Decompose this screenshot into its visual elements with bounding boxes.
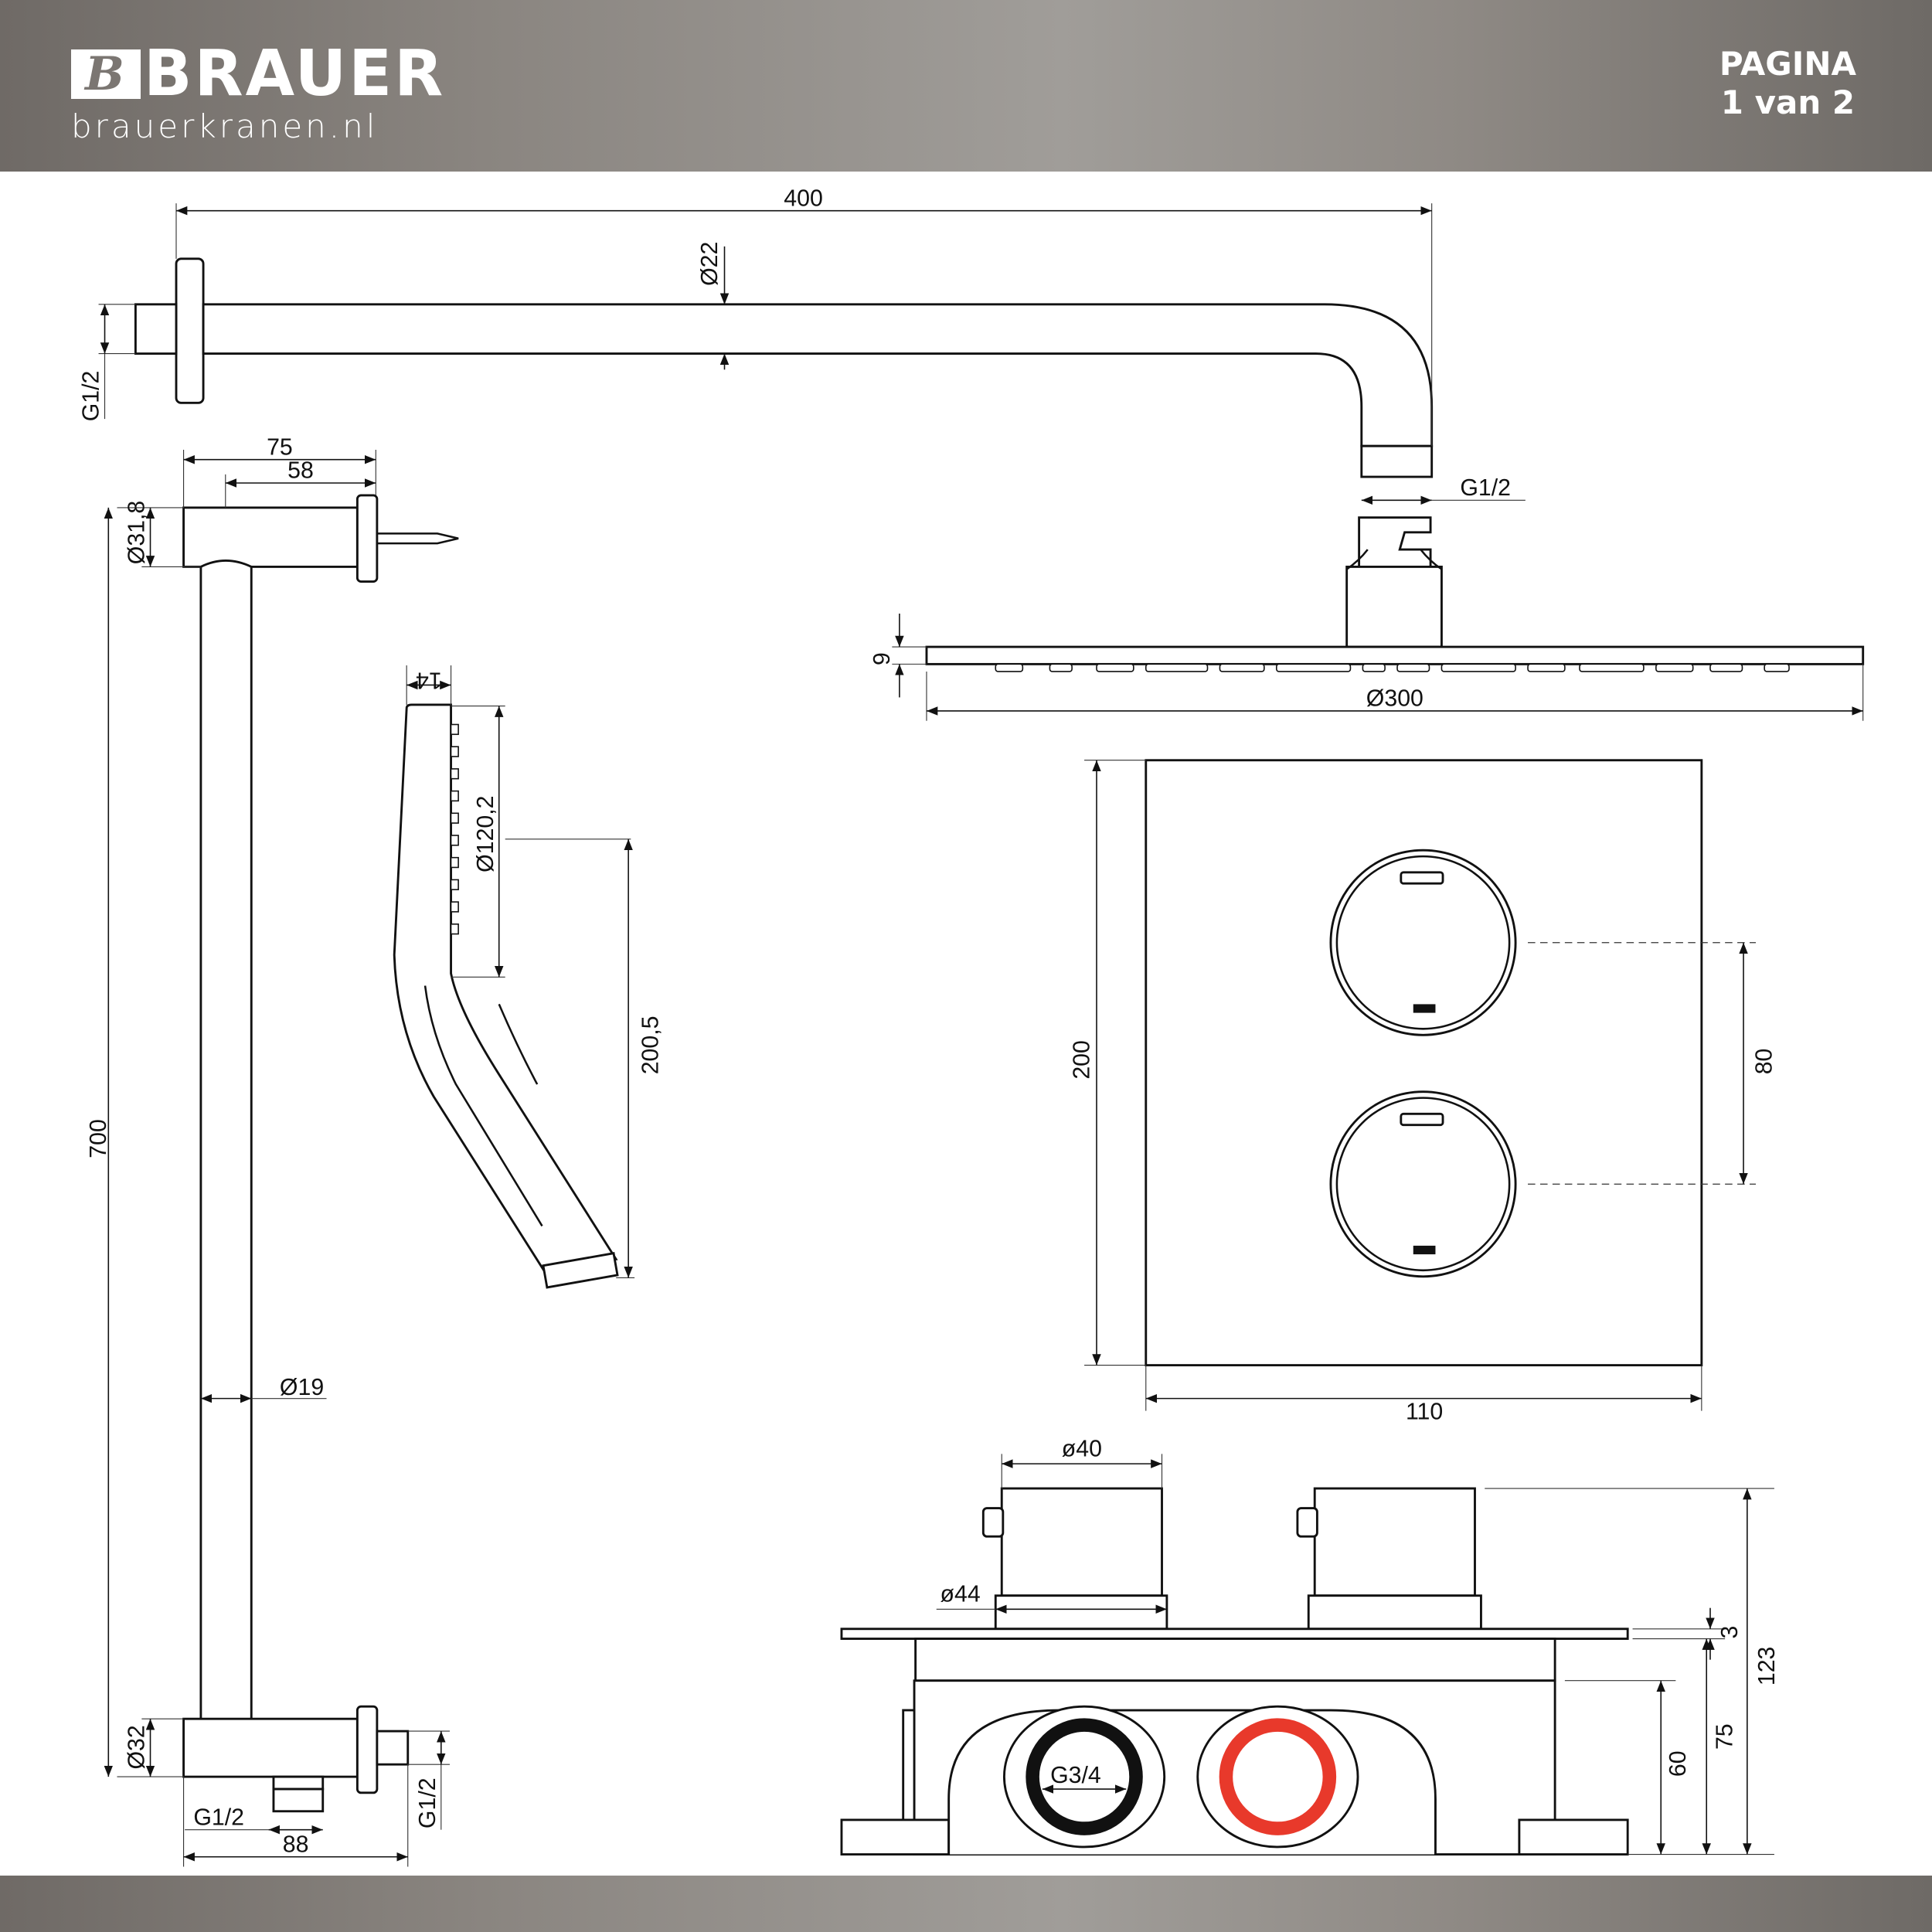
total-depth-label: 123: [1754, 1647, 1780, 1686]
hand-thickness-label: 14: [416, 668, 442, 693]
shower-arm: 400 Ø22 G1/2 G1/2: [79, 185, 1526, 505]
arm-length-label: 400: [784, 185, 823, 211]
body-depth-label: 75: [1713, 1723, 1738, 1750]
brauer-logo: B BRAUER brauerkranen.nl: [71, 43, 445, 145]
thermostat-body-side-view: G3/4 ø40 ø44 3 123 75 60: [840, 1437, 1780, 1855]
head-thickness-label: 9: [869, 652, 895, 665]
inlet-thread-label: G3/4: [1050, 1763, 1101, 1788]
bar-bottom-diameter-label: Ø32: [124, 1725, 150, 1769]
bar-depth-inner-label: 58: [287, 458, 314, 484]
plate-height-label: 200: [1069, 1040, 1094, 1080]
bar-depth-total-label: 75: [267, 434, 293, 460]
plate-thickness-label: 3: [1717, 1626, 1743, 1639]
hand-head-diameter-label: Ø120,2: [473, 795, 498, 872]
head-diameter-label: Ø300: [1366, 686, 1423, 712]
footer-banner: [0, 1876, 1932, 1932]
cold-inlet-ring: [1026, 1718, 1143, 1835]
header-banner: B BRAUER brauerkranen.nl PAGINA 1 van 2: [0, 0, 1932, 172]
knob-diameter-label: ø40: [1062, 1437, 1102, 1462]
plate-width-label: 110: [1406, 1400, 1443, 1425]
knob-bottom: [1329, 1090, 1517, 1278]
arm-diameter-label: Ø22: [697, 242, 723, 286]
arm-head-thread-label: G1/2: [1460, 475, 1511, 501]
hand-shower: 14 Ø120,2 200,5: [393, 665, 663, 1289]
page-count: 1 van 2: [1720, 83, 1855, 121]
page-indicator: PAGINA 1 van 2: [1719, 45, 1856, 122]
rain-shower-head: 9 Ø300: [869, 516, 1865, 721]
bar-outlet-thread-label: G1/2: [193, 1804, 244, 1830]
bar-side-thread-label: G1/2: [415, 1777, 440, 1828]
arm-wall-thread-label: G1/2: [79, 371, 104, 422]
hot-inlet-ring: [1219, 1718, 1337, 1835]
knob-base-diameter-label: ø44: [940, 1582, 981, 1607]
knob-top: [1329, 849, 1517, 1036]
bar-length-label: 700: [86, 1119, 111, 1158]
slide-rail: 75 58 Ø31,8 700 Ø19 Ø32 G1/2 88 G1/2: [86, 434, 459, 1867]
logo-mark-icon: B: [71, 49, 141, 99]
page-label: PAGINA: [1719, 45, 1856, 83]
box-depth-label: 60: [1665, 1750, 1691, 1777]
bar-bottom-width-label: 88: [283, 1832, 309, 1857]
knob-spacing-label: 80: [1752, 1049, 1777, 1075]
bar-top-diameter-label: Ø31,8: [124, 501, 150, 565]
bar-rod-diameter-label: Ø19: [280, 1375, 324, 1400]
brand-name: BRAUER: [144, 37, 446, 111]
website-text: brauerkranen.nl: [71, 107, 379, 145]
hand-length-label: 200,5: [638, 1016, 663, 1075]
thermostat-front-plate: 80 200 110: [1069, 759, 1777, 1425]
